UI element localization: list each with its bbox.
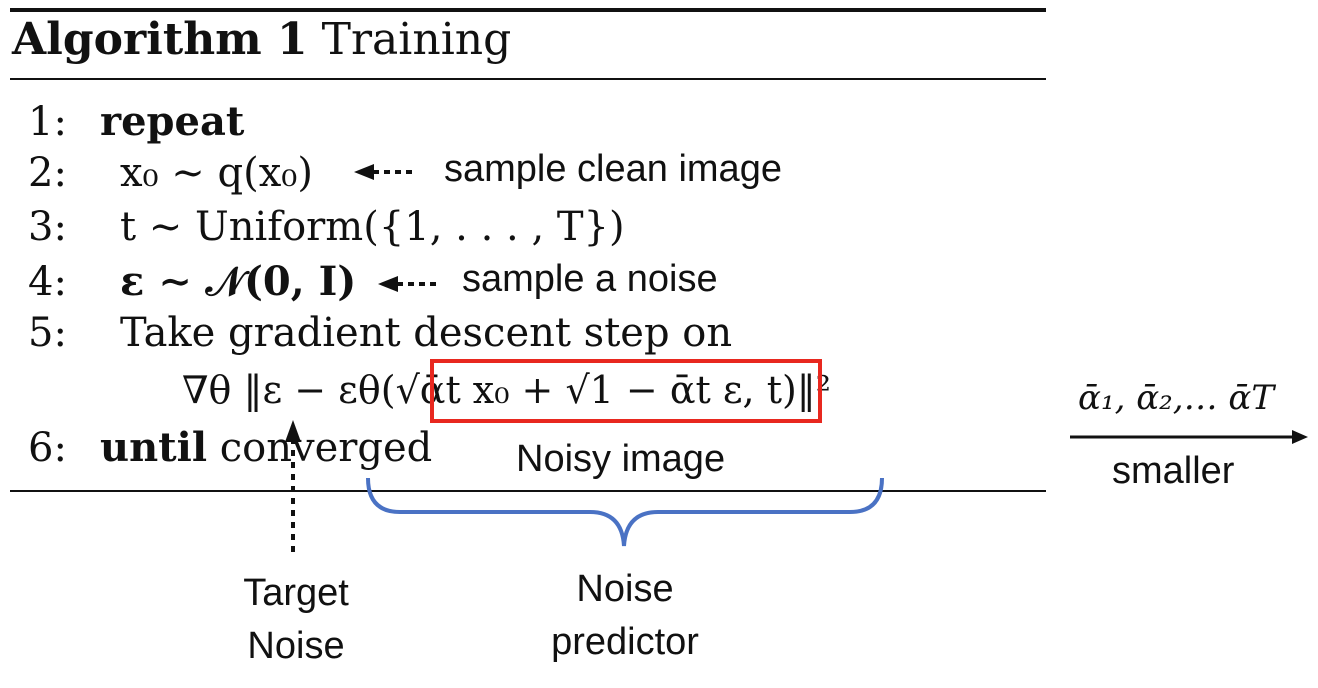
step-number: 3:	[28, 204, 67, 250]
algorithm-label: Algorithm 1	[12, 14, 308, 65]
annotation-target-noise: Target Noise	[234, 572, 358, 668]
arrow-noise	[378, 276, 436, 292]
step-math: x₀ ∼ q(x₀)	[120, 150, 313, 196]
annotation-sample-noise: sample a noise	[462, 258, 718, 300]
annotation-sample-clean-image: sample clean image	[444, 148, 782, 190]
step-4: 4: ε ∼ 𝒩(0, I)	[28, 258, 356, 305]
step-5: 5: Take gradient descent step on	[28, 310, 732, 356]
noise-predictor-brace	[366, 477, 884, 547]
target-noise-line2: Noise	[247, 625, 345, 667]
step-keyword: until	[100, 424, 208, 471]
step-number: 2:	[28, 150, 67, 196]
algorithm-name: Training	[321, 14, 512, 65]
step-number: 1:	[28, 99, 67, 145]
top-rule	[10, 8, 1046, 12]
annotation-noise-predictor: Noise predictor	[520, 568, 730, 664]
step-3: 3: t ∼ Uniform({1, . . . , T})	[28, 204, 625, 250]
header-rule	[10, 78, 1046, 80]
step-6: 6: until converged	[28, 424, 432, 471]
step-text: Take gradient descent step on	[120, 310, 733, 356]
step-math: ε ∼ 𝒩(0, I)	[120, 258, 357, 305]
annotation-noisy-image: Noisy image	[516, 438, 726, 480]
annotation-smaller: smaller	[1112, 450, 1235, 492]
arrow-smaller	[1070, 430, 1308, 444]
target-noise-line1: Target	[243, 572, 349, 614]
algorithm-title: Algorithm 1 Training	[12, 14, 511, 65]
noise-predictor-line1: Noise	[576, 568, 674, 610]
step-1: 1: repeat	[28, 98, 244, 145]
step-number: 5:	[28, 310, 67, 356]
step-keyword: repeat	[100, 98, 245, 145]
step-math: t ∼ Uniform({1, . . . , T})	[120, 204, 625, 250]
step-number: 6:	[28, 425, 67, 471]
step-rest: converged	[219, 425, 433, 471]
step-number: 4:	[28, 259, 67, 305]
step-2: 2: x₀ ∼ q(x₀)	[28, 150, 313, 196]
alpha-sequence: ᾱ₁, ᾱ₂,… ᾱT	[1078, 378, 1275, 418]
loss-formula: ∇θ ‖ε − εθ(√ᾱt x₀ + √1 − ᾱt ε, t)‖²	[182, 368, 831, 412]
noisy-image-highlight-box	[430, 359, 822, 423]
noise-predictor-line2: predictor	[551, 621, 699, 663]
bottom-rule	[10, 490, 1046, 492]
formula-math: ∇θ ‖ε − εθ(√ᾱt x₀ + √1 − ᾱt ε, t)‖²	[182, 368, 832, 412]
arrow-clean-image	[354, 164, 412, 180]
arrow-target-noise	[285, 420, 301, 552]
